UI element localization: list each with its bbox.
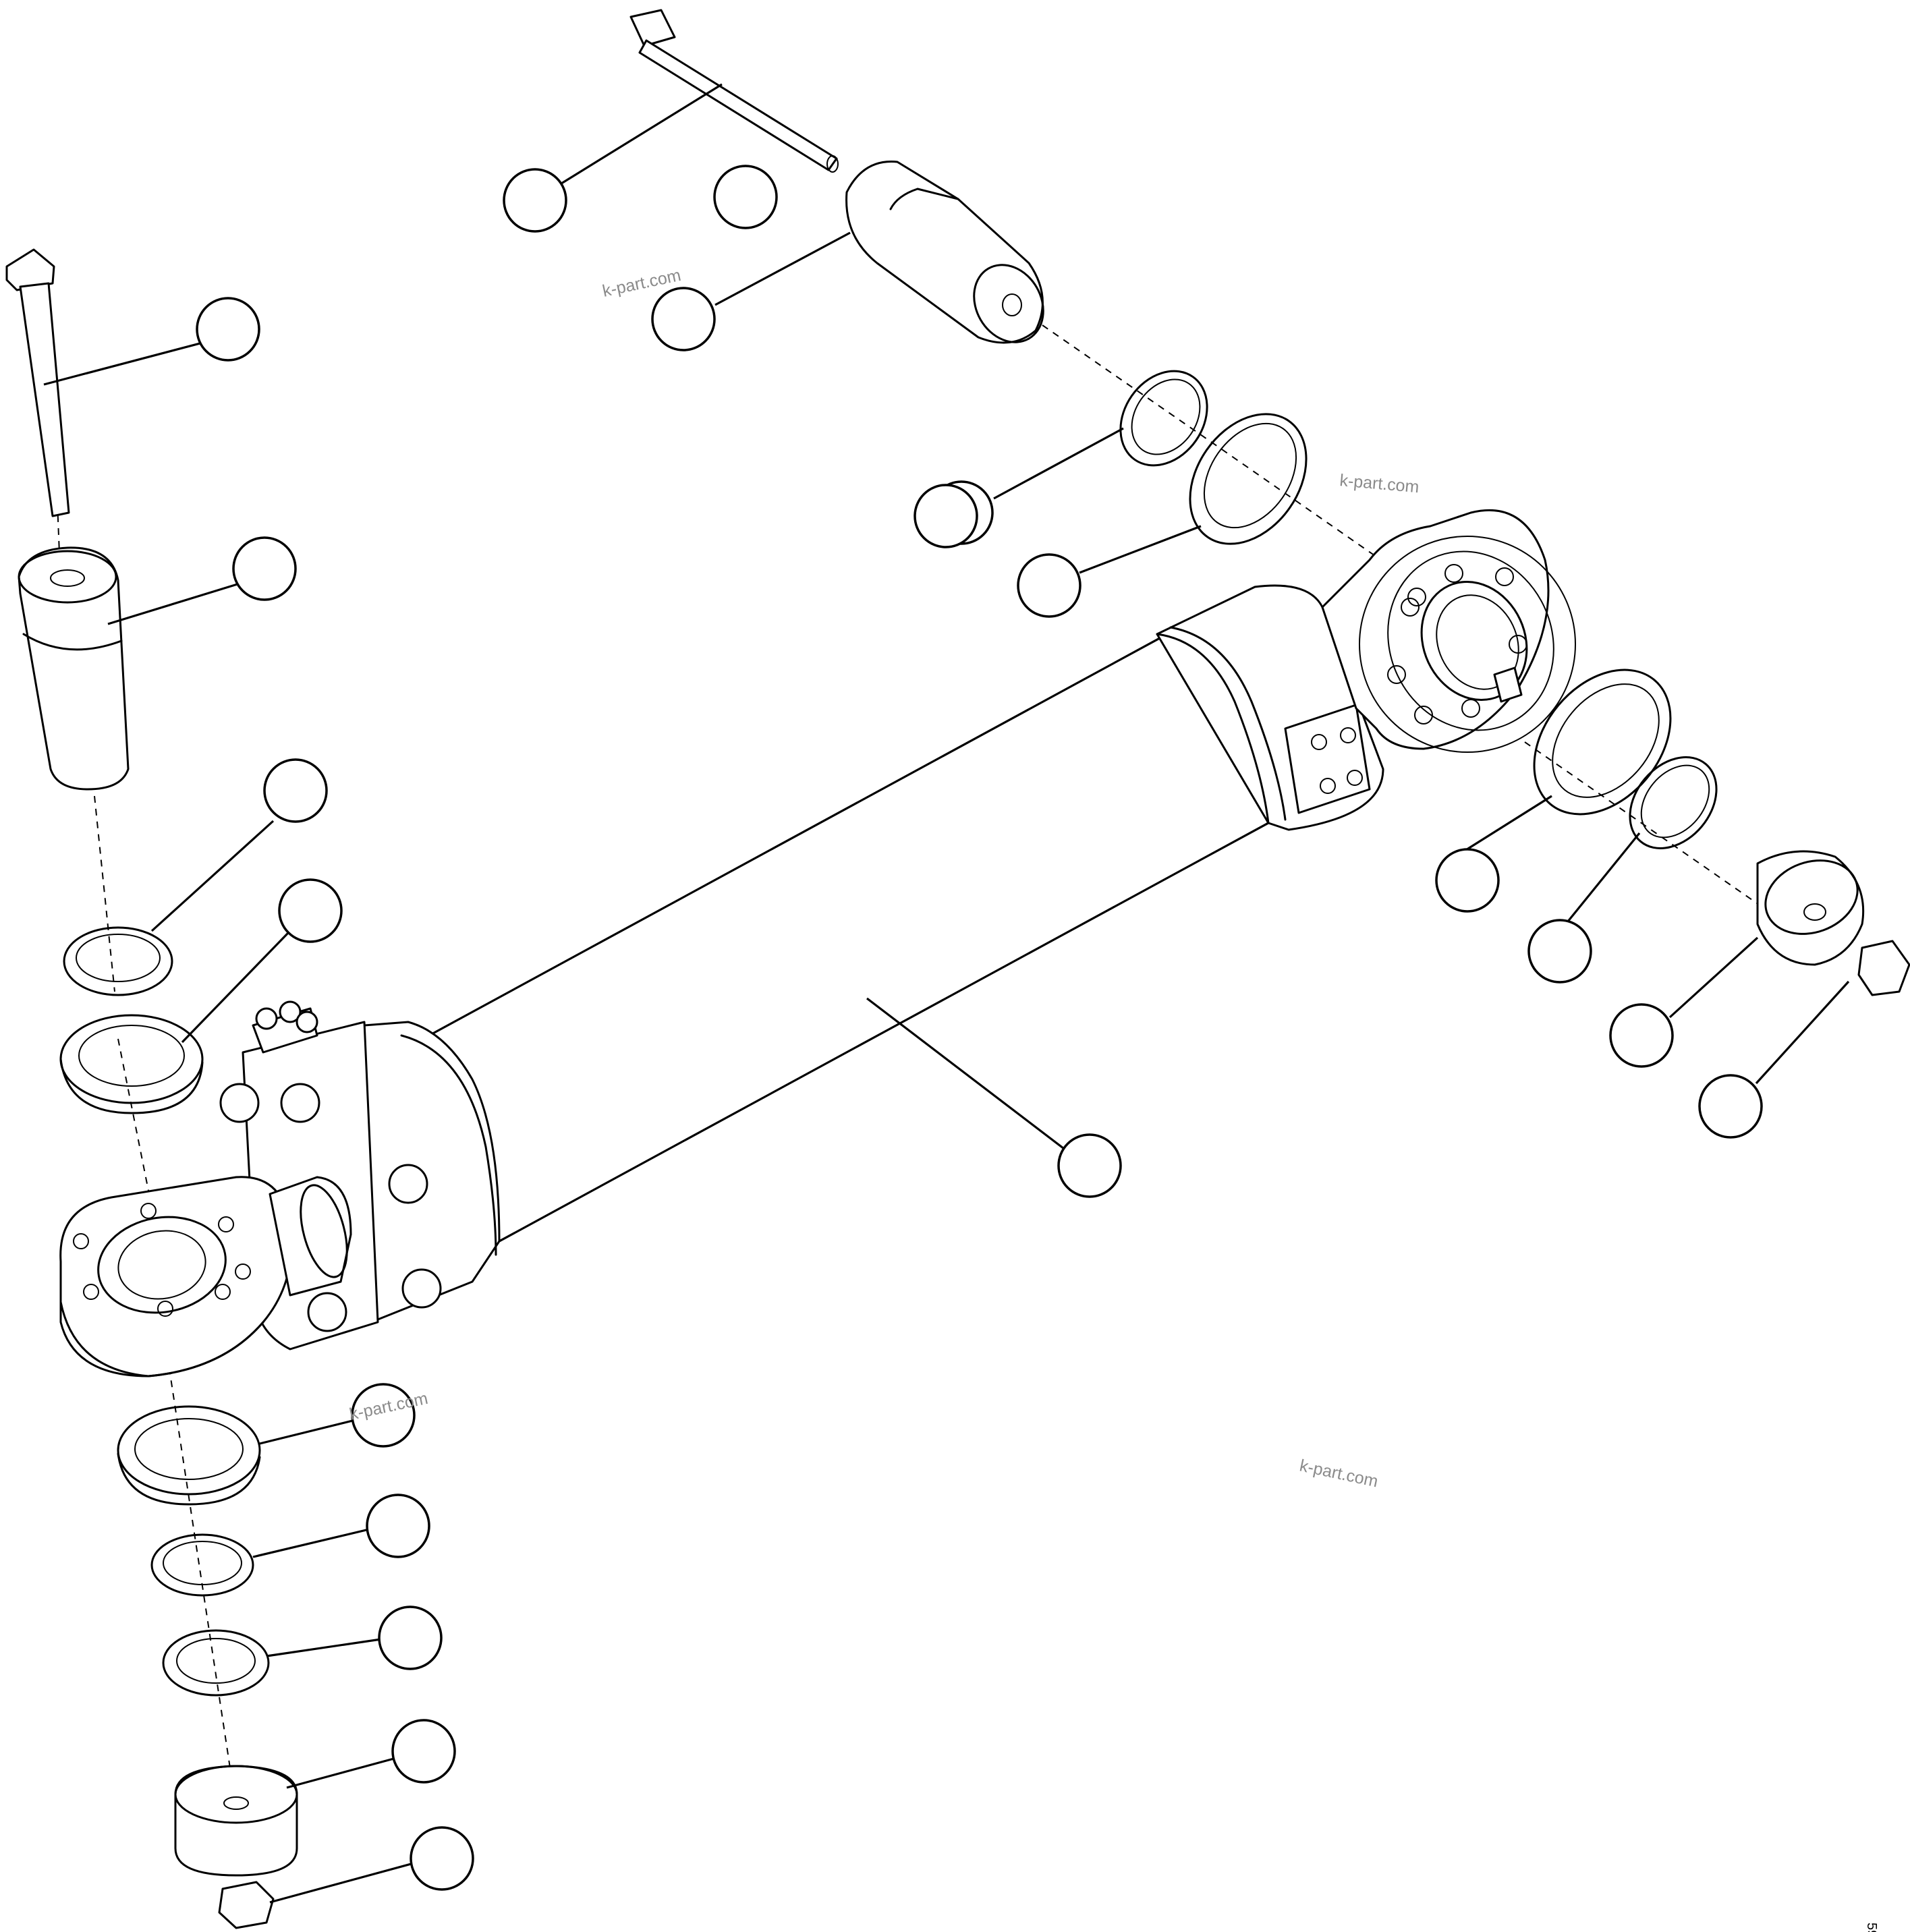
callout-16: [378, 1606, 443, 1670]
callout-11: [1609, 1003, 1674, 1068]
callout-15: [366, 1494, 430, 1558]
callout-13: [1057, 1133, 1122, 1198]
callout-circle: [278, 878, 343, 943]
callout-circle: [410, 1826, 474, 1891]
callout-circle: [378, 1606, 443, 1670]
seals-and-rings: [59, 370, 1718, 1697]
callout-circle: [391, 1719, 456, 1784]
upper-pin: [845, 161, 1044, 344]
callout-14: [351, 1383, 416, 1448]
watermark-text: k-part.com: [1298, 1456, 1380, 1491]
callout-9: [1435, 848, 1500, 913]
callout-10: [1527, 919, 1592, 984]
callout-circle: [1017, 553, 1082, 618]
callout-20: [914, 484, 978, 548]
callout-circle: [651, 287, 716, 351]
upper-bolt: [629, 9, 839, 173]
callout-5: [263, 758, 328, 823]
callout-4: [232, 536, 297, 601]
callout-circle: [366, 1494, 430, 1558]
callout-1: [503, 168, 567, 233]
callout-circle: [1698, 1074, 1763, 1139]
callout-2: [651, 287, 716, 351]
callout-circle: [503, 168, 567, 233]
callout-19: [713, 165, 778, 229]
callout-circle: [713, 165, 778, 229]
callout-circle: [1527, 919, 1592, 984]
drawing-code: 59195: [1864, 1923, 1879, 1932]
callout-circle: [914, 484, 978, 548]
watermark-text: k-part.com: [1339, 471, 1420, 496]
callout-6: [278, 878, 343, 943]
callout-circle: [232, 536, 297, 601]
callout-circle: [1435, 848, 1500, 913]
left-bolt: [5, 248, 70, 517]
callout-circle: [263, 758, 328, 823]
callout-balloons: [196, 165, 1763, 1891]
callout-17: [391, 1719, 456, 1784]
callout-circle: [1609, 1003, 1674, 1068]
callout-18: [410, 1826, 474, 1891]
callout-3: [196, 297, 260, 362]
left-pin: [18, 546, 130, 791]
callout-circle: [196, 297, 260, 362]
callout-circle: [1057, 1133, 1122, 1198]
callout-12: [1698, 1074, 1763, 1139]
hydraulic-cylinder: [59, 509, 1576, 1377]
callout-circle: [351, 1383, 416, 1448]
callout-8: [1017, 553, 1082, 618]
caps-and-nuts: [174, 850, 1910, 1929]
